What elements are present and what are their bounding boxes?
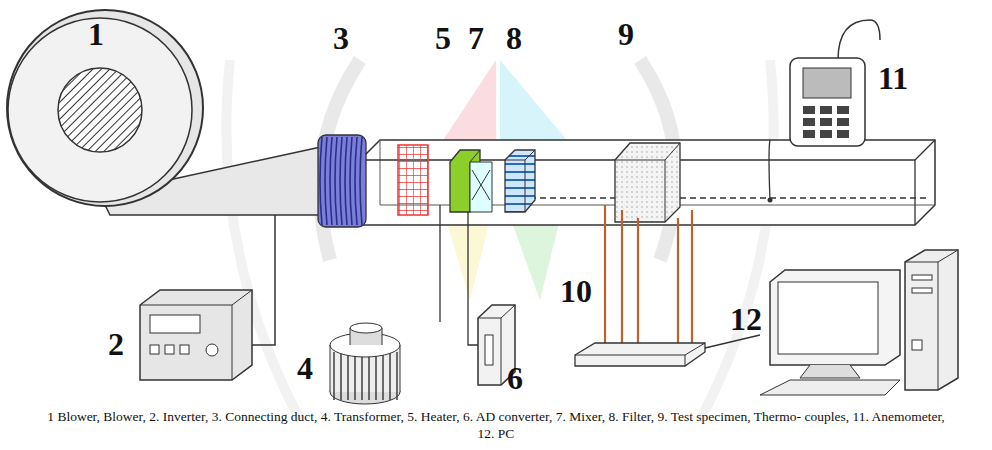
transformer [330, 323, 400, 404]
callout-number: 4 [297, 352, 313, 384]
duct [360, 140, 935, 225]
connecting-duct [318, 135, 366, 227]
callout-number: 9 [618, 18, 634, 50]
figure-caption: 1 Blower, Blower, 2. Inverter, 3. Connec… [40, 408, 952, 442]
callout-number: 8 [506, 22, 522, 54]
mixer [450, 150, 492, 212]
thermocouples [605, 205, 692, 348]
callout-number: 10 [560, 275, 592, 307]
inverter [140, 290, 252, 380]
filter [505, 150, 535, 212]
watermark [226, 60, 773, 420]
anemometer [768, 20, 881, 203]
callout-number: 12 [730, 303, 762, 335]
pc [760, 250, 958, 395]
test-specimen [615, 143, 680, 222]
callout-number: 7 [468, 22, 484, 54]
callout-number: 1 [88, 18, 104, 50]
callout-number: 2 [108, 328, 124, 360]
callout-number: 11 [878, 62, 908, 94]
callout-number: 5 [435, 22, 451, 54]
callout-number: 6 [507, 362, 523, 394]
heater [398, 145, 428, 215]
blower [7, 10, 330, 215]
callout-number: 3 [333, 22, 349, 54]
data-logger [575, 343, 705, 366]
